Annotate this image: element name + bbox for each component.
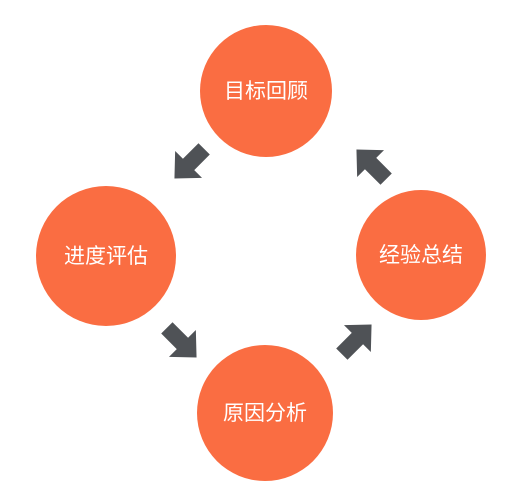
node-progress-eval-circle bbox=[36, 186, 176, 326]
node-goal-review-label: 目标回顾 bbox=[224, 79, 308, 103]
node-cause-analysis: 原因分析 bbox=[197, 345, 333, 481]
node-goal-review: 目标回顾 bbox=[200, 25, 332, 157]
node-experience-summary: 经验总结 bbox=[356, 190, 486, 320]
arrow-progress-to-cause-icon bbox=[161, 322, 197, 358]
arrow-experience-to-goal-icon bbox=[356, 149, 392, 185]
node-progress-eval-label: 进度评估 bbox=[64, 244, 148, 268]
node-cause-analysis-label: 原因分析 bbox=[223, 401, 307, 425]
arrow-cause-to-experience-icon bbox=[336, 324, 372, 360]
arrow-goal-to-progress-icon bbox=[174, 143, 210, 179]
node-cause-analysis-circle bbox=[197, 345, 333, 481]
node-experience-summary-circle bbox=[356, 190, 486, 320]
node-goal-review-circle bbox=[200, 25, 332, 157]
node-progress-eval: 进度评估 bbox=[36, 186, 176, 326]
node-experience-summary-label: 经验总结 bbox=[379, 243, 463, 267]
